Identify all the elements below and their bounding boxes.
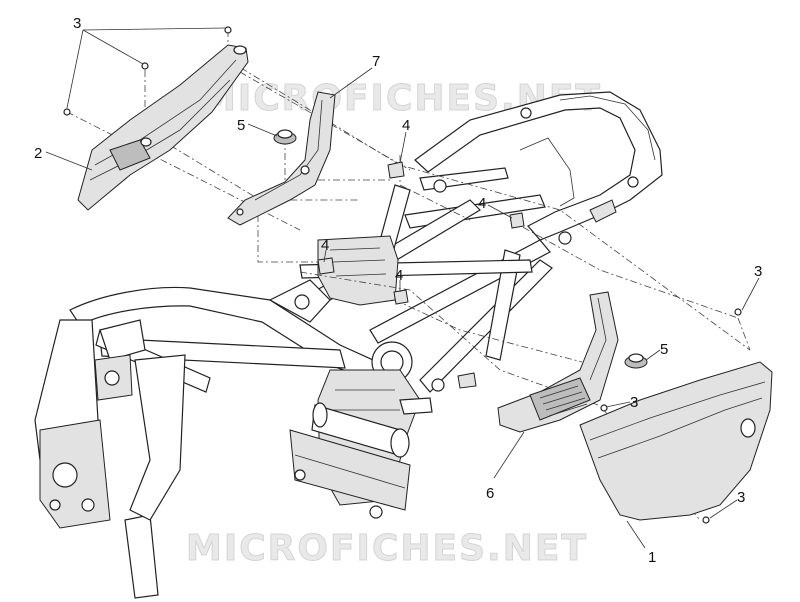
leader-lines xyxy=(45,27,760,549)
part-3-screws xyxy=(63,26,742,524)
callout-3-right-bottom: 3 xyxy=(737,489,745,506)
callout-1: 1 xyxy=(648,549,656,566)
watermark-bottom: MICROFICHES.NET xyxy=(186,528,588,569)
part-2-left-side-cover xyxy=(77,44,249,211)
callout-3-right-mid: 3 xyxy=(630,394,638,411)
part-6-inner-bracket xyxy=(497,291,619,433)
callout-4-right: 4 xyxy=(478,195,486,212)
part-5-grommet-left xyxy=(273,129,297,145)
callout-5-left: 5 xyxy=(237,117,245,134)
part-4-clips xyxy=(317,161,525,305)
part-7-bracket xyxy=(227,91,336,226)
callout-3-top-left: 3 xyxy=(73,15,81,32)
callout-4-center: 4 xyxy=(395,267,403,284)
callout-6: 6 xyxy=(486,485,494,502)
main-frame xyxy=(34,91,663,599)
callout-3-right-top: 3 xyxy=(754,263,762,280)
callout-4-left: 4 xyxy=(321,237,329,254)
part-1-right-side-cover xyxy=(579,361,773,521)
watermark-top: MICROFICHES.NET xyxy=(200,78,602,119)
callout-labels: 3 2 7 5 4 4 4 4 3 5 3 3 1 6 xyxy=(34,15,762,566)
callout-4-upper: 4 xyxy=(402,117,410,134)
callout-5-right: 5 xyxy=(660,341,668,358)
part-5-grommet-right xyxy=(624,353,648,369)
callout-7: 7 xyxy=(372,53,380,70)
callout-2: 2 xyxy=(34,145,42,162)
